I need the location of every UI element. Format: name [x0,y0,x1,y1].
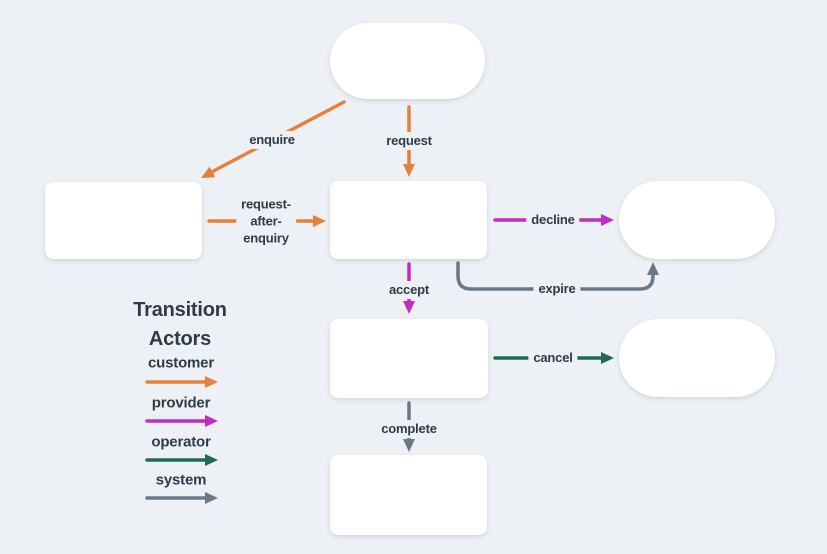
state-node-initial[interactable] [330,23,485,99]
edge-expire-arrowhead [647,262,659,275]
edge-complete-arrowhead [403,439,415,452]
state-node-completed[interactable] [330,455,487,535]
legend-provider-arrowhead [205,415,218,427]
edge-request-after-enquiry-arrowhead [313,215,326,227]
edge-accept-arrowhead [403,301,415,314]
legend-system-arrowhead [205,492,218,504]
edge-cancel-arrowhead [601,352,614,364]
state-node-pending[interactable] [330,181,487,259]
edge-label-request-after-enquiry-line2: after- [250,213,282,229]
legend-title-line1: Transition [133,299,227,321]
legend-label-provider: provider [151,394,211,412]
edge-label-request-after-enquiry-line1: request- [241,196,291,212]
state-node-declined[interactable] [619,181,775,259]
edge-label-accept: accept [384,281,434,299]
edge-enquire-arrowhead [201,166,216,178]
legend-customer-arrowhead [205,376,218,388]
legend-operator-arrowhead [205,454,218,466]
edge-label-request: request [381,132,437,150]
state-node-cancelled[interactable] [619,319,775,397]
edge-request-arrowhead [403,164,415,177]
edge-label-request-after-enquiry: request- after- enquiry [236,194,296,248]
legend-title: Transition Actors [133,296,227,354]
edge-label-cancel: cancel [528,349,578,367]
legend-label-operator: operator [151,433,211,451]
edge-label-expire: expire [533,280,581,298]
legend-title-line2: Actors [148,328,212,350]
edge-label-enquire: enquire [244,131,300,149]
legend-label-customer: customer [148,354,214,372]
state-node-enquired[interactable] [45,182,202,259]
edge-decline-arrowhead [601,214,614,226]
state-node-accepted[interactable] [330,319,488,398]
edge-label-request-after-enquiry-line3: enquiry [243,230,289,246]
legend-label-system: system [155,471,207,489]
edge-label-complete: complete [376,420,442,438]
edge-label-decline: decline [526,211,580,229]
